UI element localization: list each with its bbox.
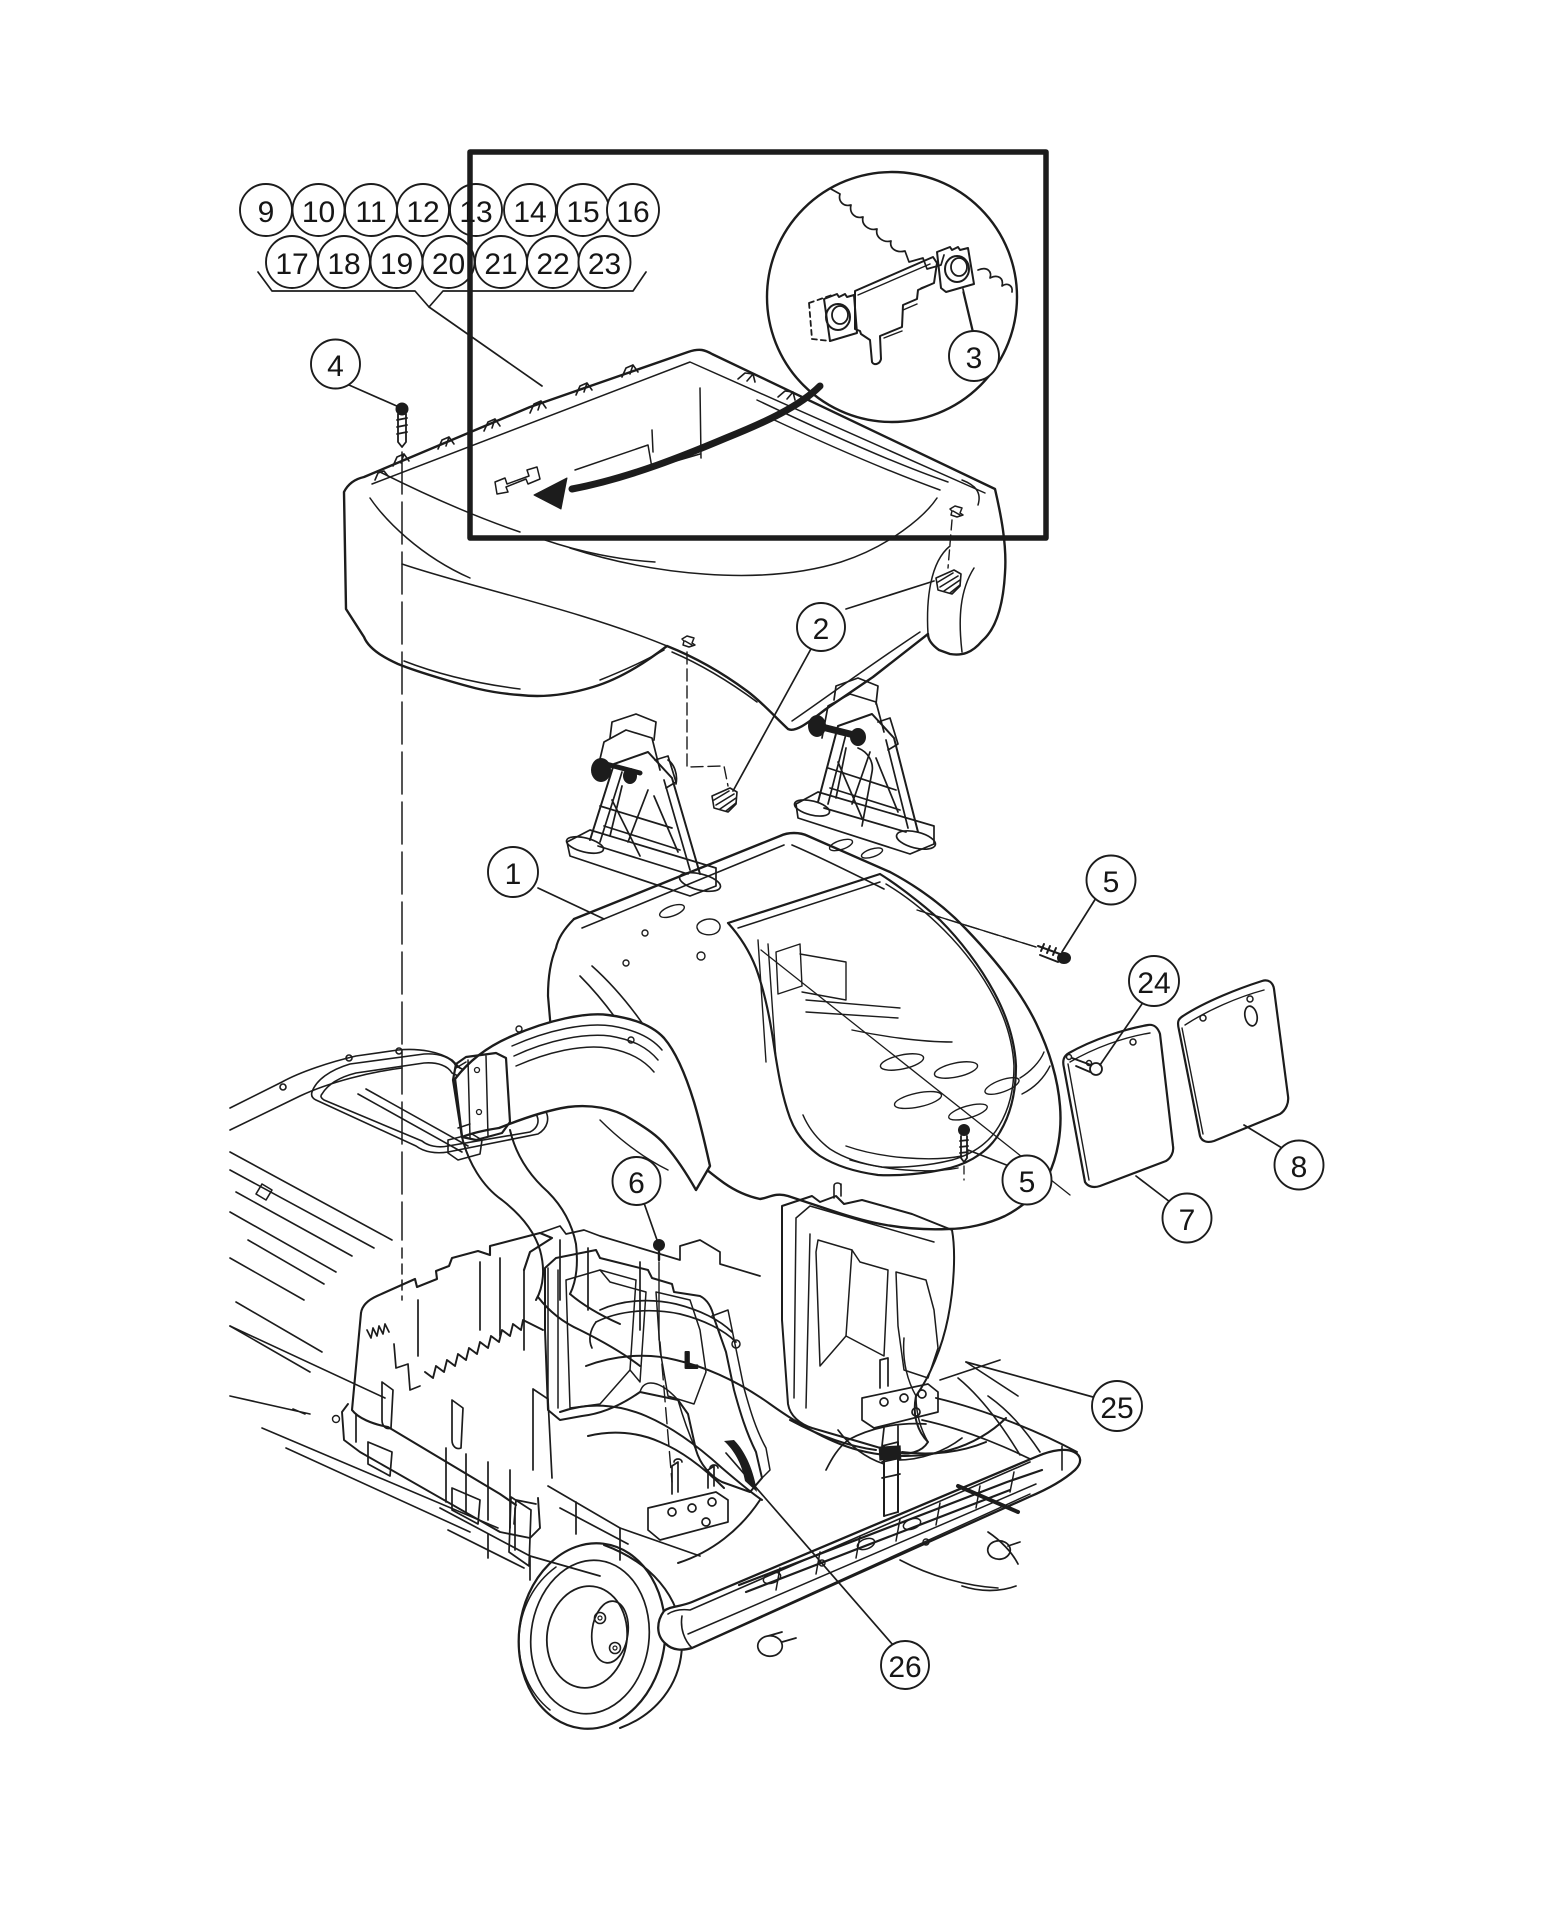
svg-text:17: 17 [275,248,308,281]
svg-text:26: 26 [888,1651,921,1684]
svg-text:11: 11 [355,196,386,229]
svg-text:L: L [684,1347,698,1373]
svg-text:20: 20 [432,248,465,281]
svg-text:18: 18 [327,248,360,281]
svg-text:9: 9 [258,196,275,229]
svg-text:4: 4 [327,350,344,383]
svg-text:3: 3 [966,342,983,375]
svg-text:10: 10 [302,196,335,229]
svg-text:21: 21 [484,248,517,281]
svg-text:1: 1 [505,858,522,891]
svg-text:24: 24 [1137,967,1170,1000]
svg-text:19: 19 [380,248,413,281]
svg-text:5: 5 [1019,1166,1036,1199]
svg-text:15: 15 [566,196,599,229]
svg-text:6: 6 [628,1167,645,1200]
svg-text:8: 8 [1291,1151,1308,1184]
svg-text:5: 5 [1103,866,1120,899]
svg-text:7: 7 [1179,1204,1196,1237]
svg-text:13: 13 [459,196,492,229]
svg-text:25: 25 [1100,1392,1133,1425]
svg-text:12: 12 [406,196,439,229]
svg-text:16: 16 [616,196,649,229]
svg-text:14: 14 [513,196,546,229]
svg-text:23: 23 [588,248,621,281]
svg-text:2: 2 [813,613,830,646]
svg-text:22: 22 [536,248,569,281]
